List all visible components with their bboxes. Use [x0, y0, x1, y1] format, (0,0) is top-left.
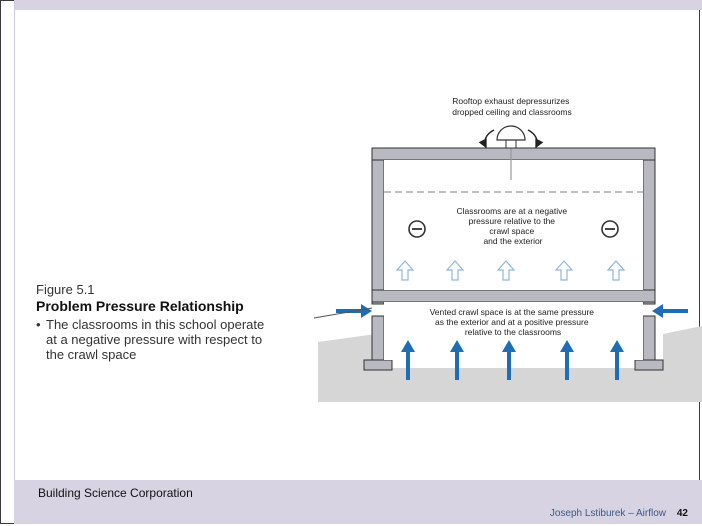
crawl-airflow-arrows	[401, 340, 624, 380]
pressure-diagram: Rooftop exhaust depressurizes dropped ce…	[313, 96, 702, 402]
author-credit: Joseph Lstiburek – Airflow	[549, 508, 666, 519]
exhaust-label: Rooftop exhaust depressurizes dropped ce…	[452, 96, 572, 117]
classroom-airflow-arrows	[395, 260, 626, 281]
page-number: 42	[676, 508, 688, 519]
footer-bar: Building Science Corporation Joseph Lsti…	[14, 480, 702, 524]
figure-caption: Figure 5.1 Problem Pressure Relationship…	[36, 282, 326, 362]
crawl-space-label: Vented crawl space is at the same pressu…	[430, 307, 597, 337]
minus-circle-icon	[601, 220, 619, 238]
ground	[318, 326, 702, 402]
organization-name: Building Science Corporation	[38, 486, 193, 500]
caption-leader-line	[313, 307, 373, 319]
caption-bullet: • The classrooms in this school operate …	[36, 317, 326, 362]
figure-title: Problem Pressure Relationship	[36, 298, 244, 314]
header-bar	[14, 0, 702, 10]
roof-exhaust-fan-icon	[478, 125, 544, 180]
classroom-label: Classrooms are at a negative pressure re…	[457, 206, 570, 246]
figure-label: Figure 5.1	[36, 282, 95, 297]
left-rule	[14, 0, 15, 480]
classroom-space	[384, 160, 643, 290]
bullet-text: The classrooms in this school operate at…	[46, 317, 265, 362]
bullet-marker: •	[36, 317, 41, 332]
minus-circle-icon	[408, 220, 426, 238]
